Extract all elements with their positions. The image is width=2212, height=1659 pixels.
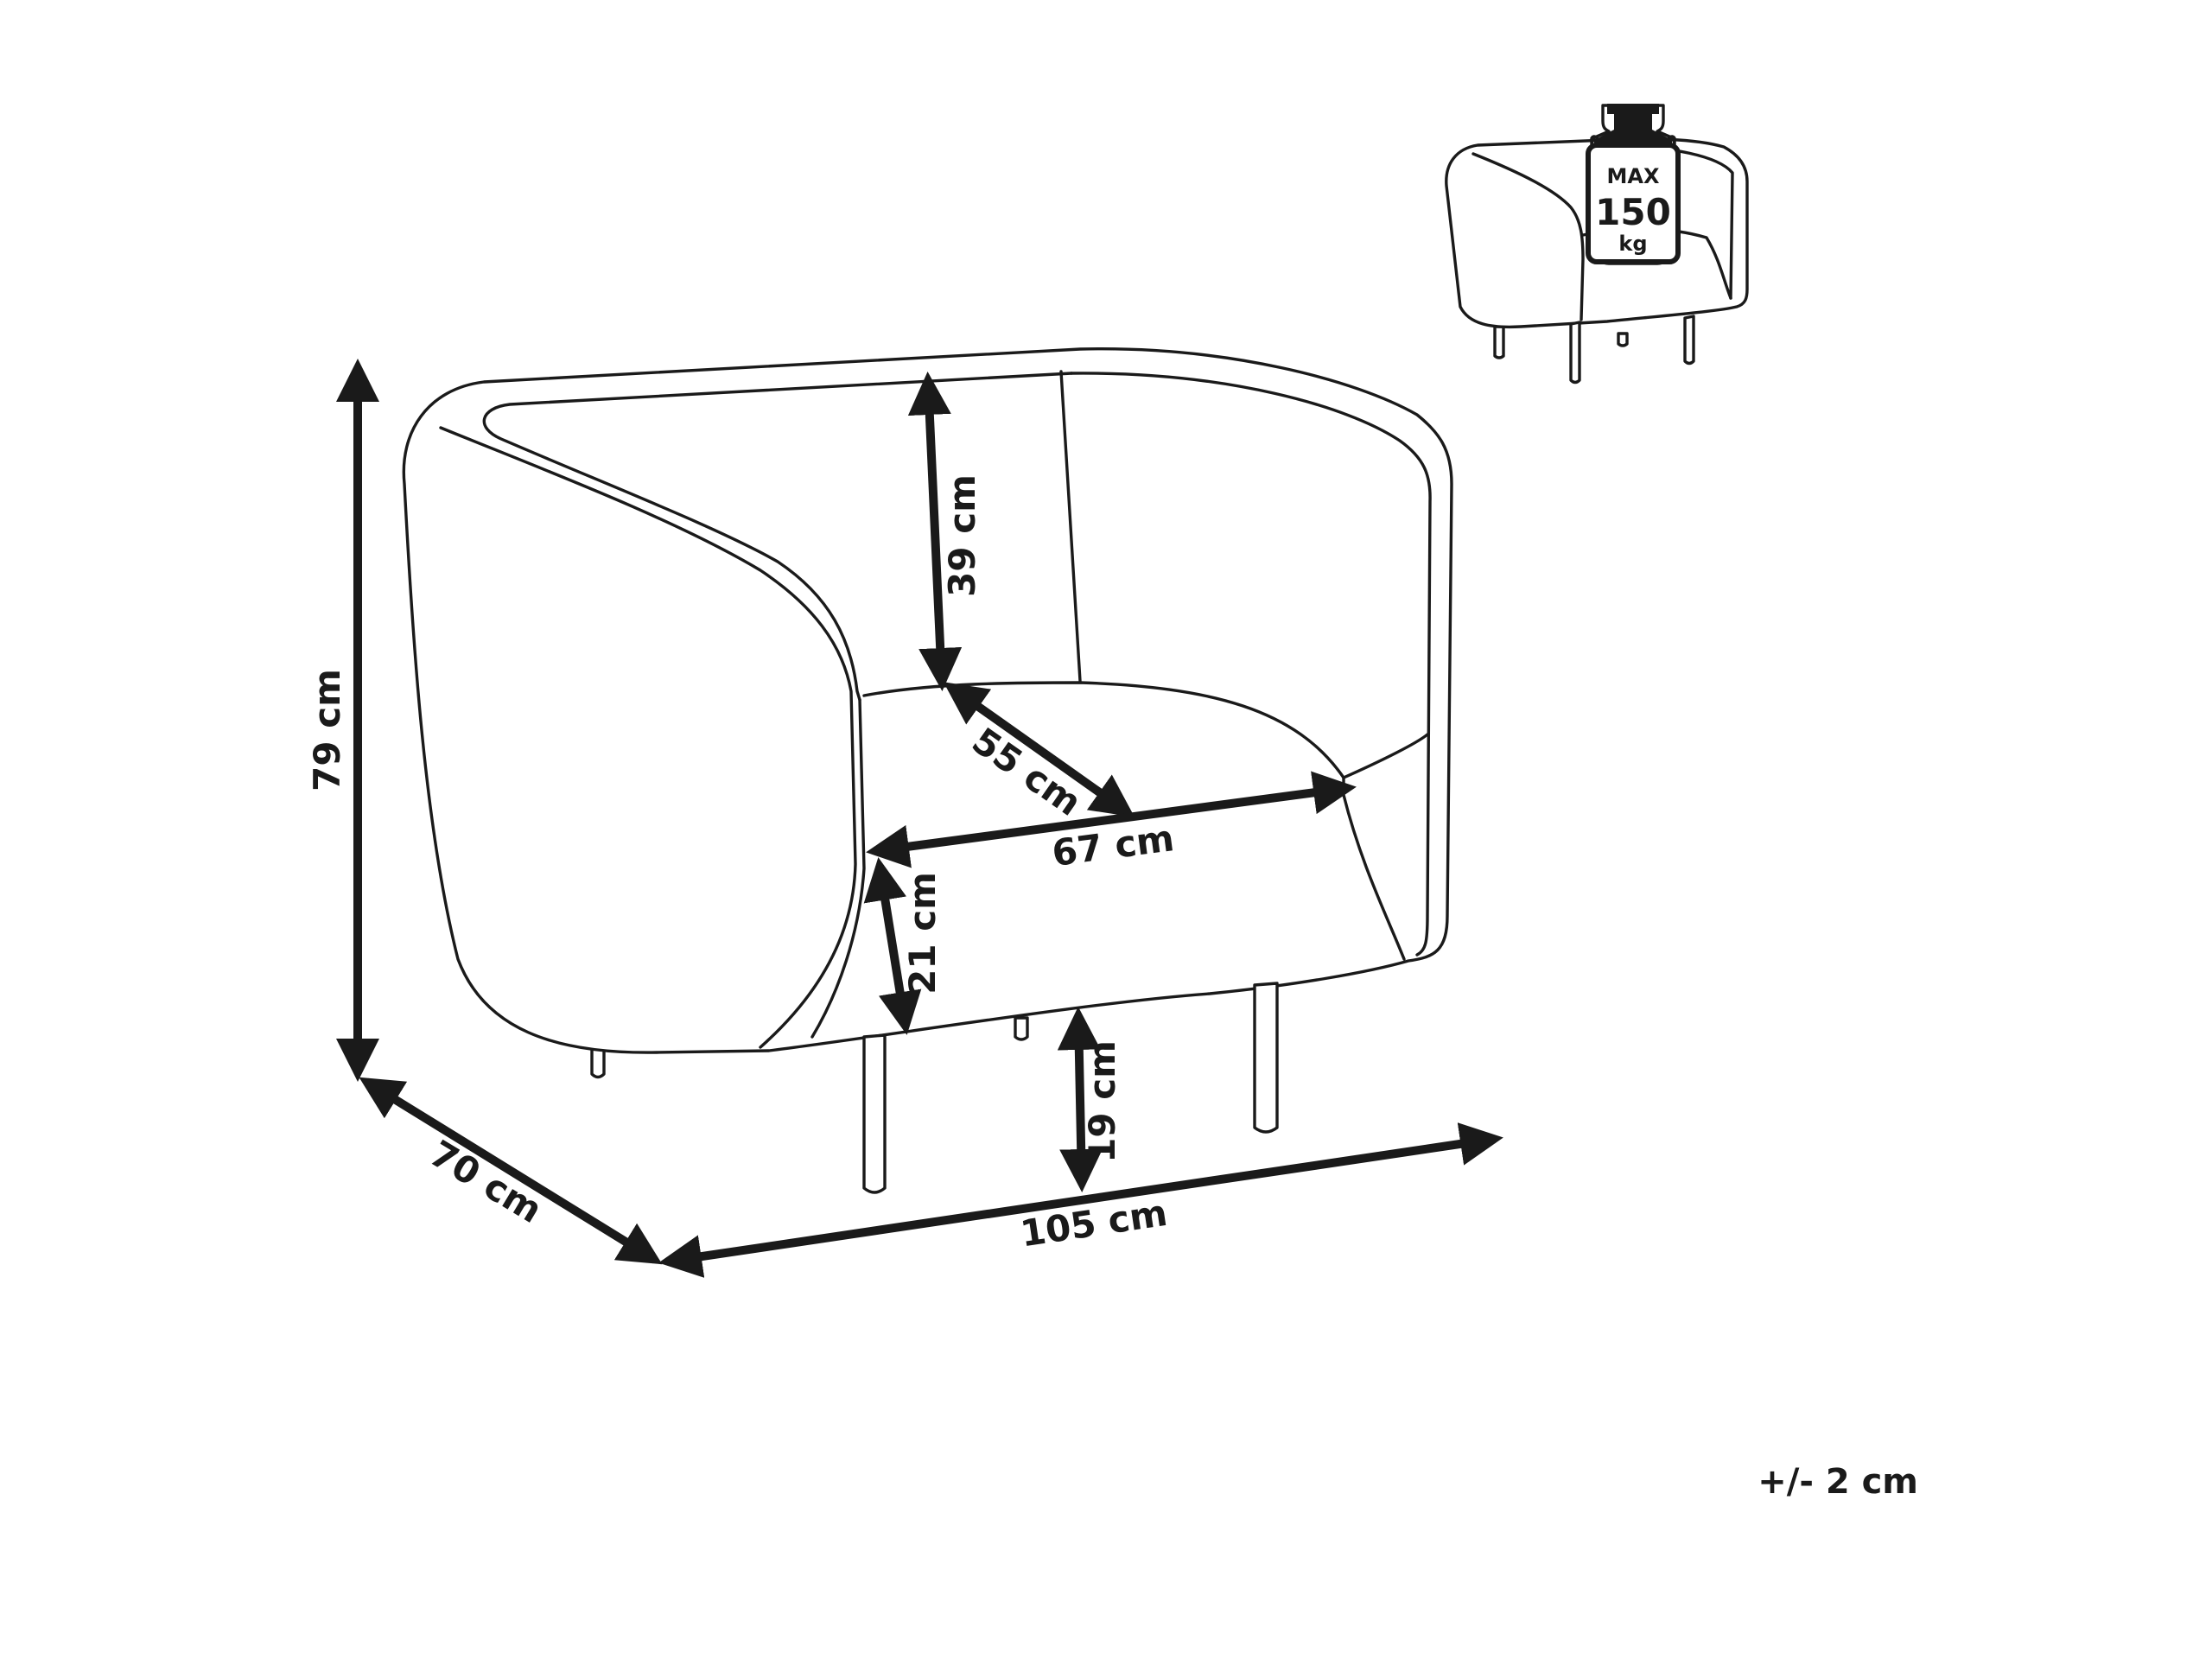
- max-load-unit: kg: [1618, 232, 1647, 256]
- max-load-badge: MAX 150 kg: [1586, 104, 1681, 265]
- label-seat-front-height: 21 cm: [901, 872, 944, 995]
- dimension-arrows: [336, 359, 1503, 1278]
- armchair-drawing: [402, 347, 1453, 1194]
- arrow-backrest-height: [907, 372, 963, 691]
- armchair-rim: [482, 372, 1073, 702]
- backrest-seam: [1059, 370, 1082, 683]
- label-leg-height: 19 cm: [1081, 1040, 1123, 1163]
- label-height-total: 79 cm: [306, 669, 348, 791]
- max-load-badge-top: [1594, 104, 1672, 147]
- arrow-depth-total: [359, 1077, 663, 1265]
- arrow-width-total: [658, 1122, 1503, 1278]
- arrow-seat-front-height: [863, 857, 922, 1035]
- tolerance-note: +/- 2 cm: [1758, 1462, 1918, 1502]
- max-load-value: 150: [1595, 191, 1671, 233]
- armchair-body: [402, 347, 1453, 1054]
- armchair-legs: [590, 1016, 1029, 1079]
- label-backrest-height: 39 cm: [941, 474, 983, 597]
- arrow-seat-width: [866, 771, 1357, 868]
- max-load-thumbnail: MAX 150 kg: [1445, 104, 1749, 385]
- max-load-label: MAX: [1607, 164, 1660, 188]
- arrow-leg-height: [1057, 1007, 1103, 1192]
